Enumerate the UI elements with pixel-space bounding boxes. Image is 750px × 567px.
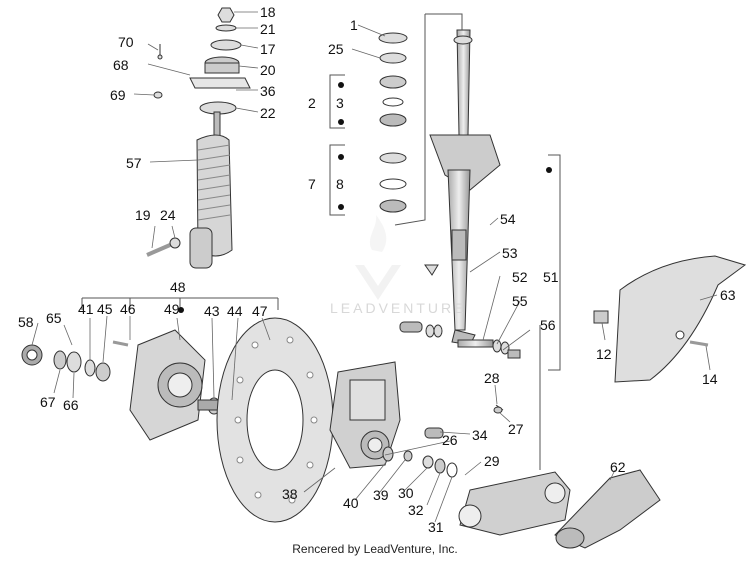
callout-54: 54 <box>500 211 516 227</box>
leadventure-logo-watermark <box>355 215 401 300</box>
callout-29: 29 <box>484 453 500 469</box>
callout-55: 55 <box>512 293 528 309</box>
footer-credit: Rencered by LeadVenture, Inc. <box>292 542 458 556</box>
callout-17: 17 <box>260 41 276 57</box>
callout-36: 36 <box>260 83 276 99</box>
callout-45: 45 <box>97 301 113 317</box>
callout-68: 68 <box>113 57 129 73</box>
callout-22: 22 <box>260 105 276 121</box>
watermark-text: LEADVENTURE <box>330 300 467 316</box>
callout-32: 32 <box>408 502 424 518</box>
callout-58: 58 <box>18 314 34 330</box>
callout-41: 41 <box>78 301 94 317</box>
leader-lines <box>31 11 718 523</box>
callout-27: 27 <box>508 421 524 437</box>
callout-21: 21 <box>260 21 276 37</box>
callout-3: 3 <box>336 95 344 111</box>
callout-7: 7 <box>308 176 316 192</box>
mudguard-part <box>593 255 747 383</box>
brake-disc <box>216 317 334 523</box>
callout-26: 26 <box>442 432 458 448</box>
callout-25: 25 <box>328 41 344 57</box>
callout-65: 65 <box>46 310 62 326</box>
steering-column-assembly <box>378 29 521 359</box>
callout-8: 8 <box>336 176 344 192</box>
callout-70: 70 <box>118 34 134 50</box>
swing-arm-assembly <box>458 469 661 549</box>
callout-43: 43 <box>204 303 220 319</box>
callout-labels: 18 21 17 20 36 22 70 68 69 57 19 24 48 1… <box>18 4 736 535</box>
callout-28: 28 <box>484 370 500 386</box>
bullet-dots <box>178 82 552 313</box>
callout-69: 69 <box>110 87 126 103</box>
callout-40: 40 <box>343 495 359 511</box>
callout-63: 63 <box>720 287 736 303</box>
callout-39: 39 <box>373 487 389 503</box>
callout-57: 57 <box>126 155 142 171</box>
group-brackets <box>81 13 561 470</box>
brake-caliper-fork-leg <box>329 361 504 478</box>
callout-18: 18 <box>260 4 276 20</box>
shock-absorber-assembly <box>146 7 251 269</box>
callout-46: 46 <box>120 301 136 317</box>
callout-66: 66 <box>63 397 79 413</box>
callout-14: 14 <box>702 371 718 387</box>
wheel-hub-assembly <box>21 329 221 441</box>
callout-24: 24 <box>160 207 176 223</box>
callout-47: 47 <box>252 303 268 319</box>
callout-34: 34 <box>472 427 488 443</box>
callout-19: 19 <box>135 207 151 223</box>
callout-30: 30 <box>398 485 414 501</box>
callout-56: 56 <box>540 317 556 333</box>
callout-2: 2 <box>308 95 316 111</box>
callout-62: 62 <box>610 459 626 475</box>
callout-52: 52 <box>512 269 528 285</box>
callout-12: 12 <box>596 346 612 362</box>
callout-1: 1 <box>350 17 358 33</box>
callout-20: 20 <box>260 62 276 78</box>
callout-51: 51 <box>543 269 559 285</box>
callout-49: 49 <box>164 301 180 317</box>
callout-31: 31 <box>428 519 444 535</box>
callout-48: 48 <box>170 279 186 295</box>
callout-53: 53 <box>502 245 518 261</box>
callout-44: 44 <box>227 303 243 319</box>
callout-67: 67 <box>40 394 56 410</box>
callout-38: 38 <box>282 486 298 502</box>
